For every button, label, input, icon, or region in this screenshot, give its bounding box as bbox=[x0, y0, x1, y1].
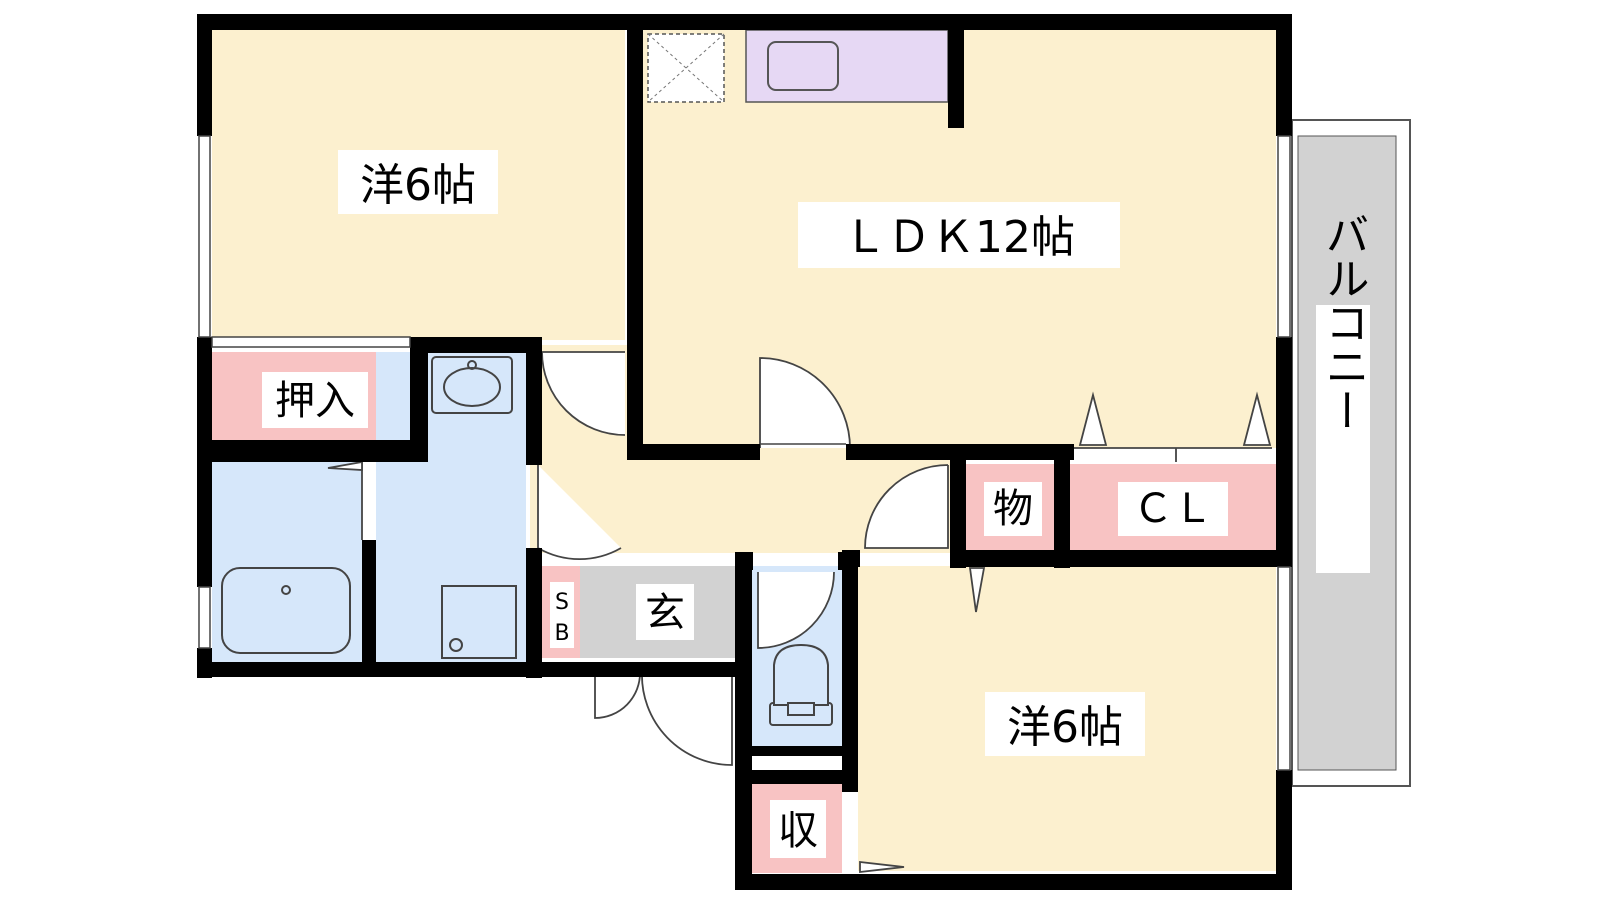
wall-ldk-bottom-left bbox=[627, 444, 760, 460]
entrance-label-bg bbox=[636, 584, 694, 640]
labels: 洋6帖 ＬＤＫ12帖 洋6帖 押入 物 ＣＬ 玄 S B 収 バルコニー bbox=[262, 150, 1370, 858]
toilet-seat bbox=[787, 702, 815, 716]
cl-door-marker-2 bbox=[1242, 391, 1272, 446]
wall-oshiire-right bbox=[410, 337, 428, 462]
western-room-2-door bbox=[864, 464, 949, 549]
mono-label-bg bbox=[984, 482, 1042, 536]
wall-right-mid bbox=[1276, 337, 1292, 567]
wall-room2-left bbox=[842, 552, 858, 792]
window-bath bbox=[198, 586, 211, 649]
wall-storage-bottom bbox=[950, 550, 1292, 567]
wall-bath-washroom bbox=[362, 540, 376, 670]
oshiire-label-bg bbox=[262, 372, 368, 428]
oshiire-label: 押入 bbox=[275, 378, 355, 424]
wash-basin bbox=[431, 356, 513, 414]
wall-washroom-right bbox=[526, 337, 542, 465]
washing-machine-space bbox=[441, 585, 517, 659]
wall-toilet-top bbox=[735, 552, 753, 570]
wall-left-upper bbox=[197, 14, 212, 136]
shoe-box-label-bg bbox=[550, 582, 574, 648]
wall-mono-cl bbox=[1054, 448, 1070, 568]
window-room2-east bbox=[1277, 566, 1291, 771]
walls bbox=[197, 14, 1292, 890]
mono-label: 物 bbox=[993, 486, 1033, 532]
wall-mono-left bbox=[950, 448, 966, 568]
wall-kitchen-stub bbox=[948, 14, 964, 128]
cl-door-marker-1 bbox=[1078, 391, 1108, 446]
window-ldk-east bbox=[1277, 135, 1291, 338]
wall-right-top bbox=[1276, 14, 1292, 136]
western-room-2-label: 洋6帖 bbox=[1007, 702, 1123, 753]
toilet-door bbox=[757, 571, 835, 649]
shoe-box-label-b: B bbox=[554, 621, 569, 646]
wall-washroom-right-lower bbox=[526, 548, 542, 678]
shu-door-marker bbox=[859, 860, 905, 874]
wall-washroom-top bbox=[410, 337, 542, 353]
wall-ldk-left bbox=[627, 14, 643, 459]
entrance-label: 玄 bbox=[645, 590, 685, 636]
bath-door-marker bbox=[327, 460, 363, 471]
cl-label-bg bbox=[1118, 482, 1228, 536]
western-room-1-label-bg bbox=[338, 150, 498, 214]
ldk-door bbox=[759, 357, 851, 449]
fixtures bbox=[221, 356, 833, 726]
wall-bottom-right bbox=[735, 874, 1292, 890]
wall-toilet-top-right bbox=[838, 552, 858, 570]
bathtub bbox=[221, 567, 351, 654]
entrance-door-right bbox=[641, 671, 733, 766]
kitchen-sink bbox=[767, 41, 839, 91]
shu-label-bg bbox=[770, 800, 826, 858]
washing-machine-drain bbox=[449, 638, 463, 652]
wall-top bbox=[197, 14, 1292, 30]
windows bbox=[198, 135, 1291, 771]
western-room-1-door bbox=[541, 351, 626, 436]
window-room1-south bbox=[211, 336, 411, 348]
wall-right-lower bbox=[1276, 770, 1292, 890]
window-room1-west bbox=[198, 135, 211, 338]
western-room-1-label: 洋6帖 bbox=[360, 160, 476, 211]
shoe-box-label-s: S bbox=[555, 590, 569, 615]
wall-toilet-bottom-2 bbox=[735, 770, 858, 784]
wall-oshiire-bottom bbox=[197, 440, 427, 462]
entrance-door-left bbox=[594, 671, 641, 719]
ldk-label: ＬＤＫ12帖 bbox=[843, 212, 1075, 263]
appliance-cross-2 bbox=[647, 33, 725, 103]
wash-basin-tap bbox=[467, 360, 477, 370]
wall-toilet-bottom bbox=[735, 746, 858, 756]
cl-label: ＣＬ bbox=[1133, 486, 1213, 532]
balcony-label: バルコニー bbox=[1318, 212, 1369, 432]
toilet-bowl bbox=[773, 643, 829, 706]
western-room-2-label-bg bbox=[985, 692, 1145, 756]
bathtub-drain bbox=[281, 585, 291, 595]
wall-entrance-right bbox=[735, 552, 752, 890]
kitchen-counter bbox=[745, 29, 949, 103]
ldk-label-bg bbox=[798, 202, 1120, 268]
mono-door-marker bbox=[968, 567, 986, 613]
wall-bottom-left bbox=[197, 662, 742, 677]
doors bbox=[327, 351, 1272, 874]
balcony-label-bg bbox=[1316, 305, 1370, 573]
shu-label: 収 bbox=[778, 808, 818, 854]
